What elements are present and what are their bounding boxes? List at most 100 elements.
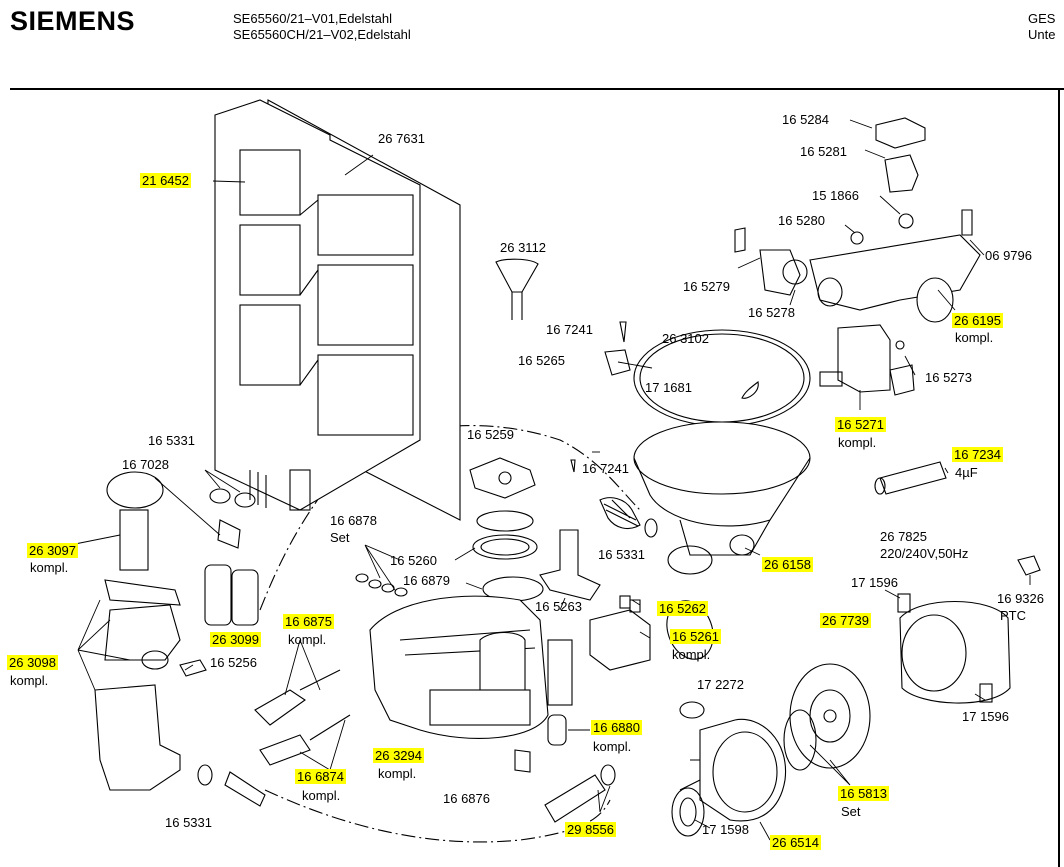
part-165260: 16 5260 [390, 553, 437, 568]
part-166876: 16 6876 [443, 791, 490, 806]
brand-logo: SIEMENS [10, 6, 136, 36]
part-267631: 26 7631 [378, 131, 425, 146]
part-171596-bottom: 17 1596 [962, 709, 1009, 724]
part-165271: 16 5271 [835, 417, 886, 432]
part-165813-note: Set [841, 804, 861, 819]
level-sensor-2630976 [106, 471, 164, 571]
part-167234-note: 4µF [955, 465, 978, 480]
screw-7241a [619, 321, 627, 343]
header-right-line-1: GES [1028, 11, 1056, 26]
part-165331-left: 16 5331 [148, 433, 195, 448]
part-165281: 16 5281 [800, 144, 847, 159]
part-298556: 29 8556 [565, 822, 616, 837]
hose-clamp [679, 701, 705, 719]
part-165265: 16 5265 [518, 353, 565, 368]
rinse-aid-sensor [547, 639, 573, 746]
clip-166876 [514, 749, 531, 773]
part-166880: 16 6880 [591, 720, 642, 735]
part-167241-mid: 16 7241 [582, 461, 629, 476]
funnel-part [495, 258, 539, 320]
impeller-set [783, 663, 871, 771]
part-165278: 16 5278 [748, 305, 795, 320]
part-069796: 06 9796 [985, 248, 1032, 263]
detergent-housing [369, 595, 549, 739]
hose-routing-line-lower [264, 789, 611, 843]
part-267825: 26 7825 [880, 529, 927, 544]
seal-ring-1 [476, 510, 534, 532]
part-166875: 16 6875 [283, 614, 334, 629]
valve-assembly [734, 117, 981, 323]
part-263294-note: kompl. [378, 766, 417, 781]
part-263294: 26 3294 [373, 748, 424, 763]
nozzle-set-6874 [259, 714, 351, 766]
drain-hose-298556 [544, 764, 616, 823]
part-169326-note: PTC [1000, 608, 1026, 623]
part-266195: 26 6195 [952, 313, 1003, 328]
part-165256: 16 5256 [210, 655, 257, 670]
fine-filter-nut [469, 457, 536, 499]
part-165280: 16 5280 [778, 213, 825, 228]
part-171598: 17 1598 [702, 822, 749, 837]
seal-1598 [671, 787, 705, 837]
clip-165256 [179, 659, 207, 677]
part-165271-note: kompl. [838, 435, 877, 450]
circulation-pump-motor [897, 593, 1011, 704]
part-165813: 16 5813 [838, 786, 889, 801]
part-263097: 26 3097 [27, 543, 78, 558]
part-266158: 26 6158 [762, 557, 813, 572]
washer-a [209, 488, 231, 504]
header-right-line-2: Unte [1028, 27, 1056, 42]
part-172272: 17 2272 [697, 677, 744, 692]
part-165331-bottom: 16 5331 [165, 815, 212, 830]
screw-7241b [570, 459, 576, 473]
part-267825-note: 220/240V,50Hz [880, 546, 969, 561]
pressure-switch [819, 324, 915, 396]
water-inlet-valve [94, 604, 181, 791]
part-151866: 15 1866 [812, 188, 859, 203]
header-divider [10, 88, 1064, 90]
part-263097-note: kompl. [30, 560, 69, 575]
part-263098: 26 3098 [7, 655, 58, 670]
part-167028: 16 7028 [122, 457, 169, 472]
part-166878-note: Set [330, 530, 350, 545]
lever-arm [104, 579, 181, 606]
part-267739: 26 7739 [820, 613, 871, 628]
part-171681: 17 1681 [645, 380, 692, 395]
part-216452: 21 6452 [140, 173, 191, 188]
part-165262: 16 5262 [657, 601, 708, 616]
leader-lines [69, 119, 1031, 841]
capacitor [874, 461, 947, 495]
ptc-connector [1017, 555, 1041, 576]
part-166874: 16 6874 [295, 769, 346, 784]
spring-hose [599, 497, 658, 538]
part-169326: 16 9326 [997, 591, 1044, 606]
clip-5262 [629, 599, 641, 613]
part-166880-note: kompl. [593, 739, 632, 754]
nozzle-set-6875 [254, 669, 341, 726]
part-167234: 16 7234 [952, 447, 1003, 462]
part-263098-note: kompl. [10, 673, 49, 688]
part-165261-note: kompl. [672, 647, 711, 662]
drain-pump [679, 718, 787, 822]
part-165263: 16 5263 [535, 599, 582, 614]
bottom-hose [197, 764, 266, 807]
part-165284: 16 5284 [782, 112, 829, 127]
part-166874-note: kompl. [302, 788, 341, 803]
washer-b [234, 492, 256, 508]
part-171596-top: 17 1596 [851, 575, 898, 590]
part-263102: 26 3102 [662, 331, 709, 346]
clip-167028 [217, 519, 241, 549]
part-165331-mid: 16 5331 [598, 547, 645, 562]
part-263112: 26 3112 [500, 240, 547, 255]
sump-housing [633, 329, 811, 575]
part-166879: 16 6879 [403, 573, 450, 588]
page-border-right [1058, 88, 1060, 867]
part-165279: 16 5279 [683, 279, 730, 294]
part-165259: 16 5259 [467, 427, 514, 442]
model-line-1: SE65560/21–V01,Edelstahl [233, 11, 393, 26]
model-line-2: SE65560CH/21–V02,Edelstahl [233, 27, 411, 42]
part-266195-note: kompl. [955, 330, 994, 345]
part-167241-top: 16 7241 [546, 322, 593, 337]
sump-cover-panel [214, 99, 461, 521]
